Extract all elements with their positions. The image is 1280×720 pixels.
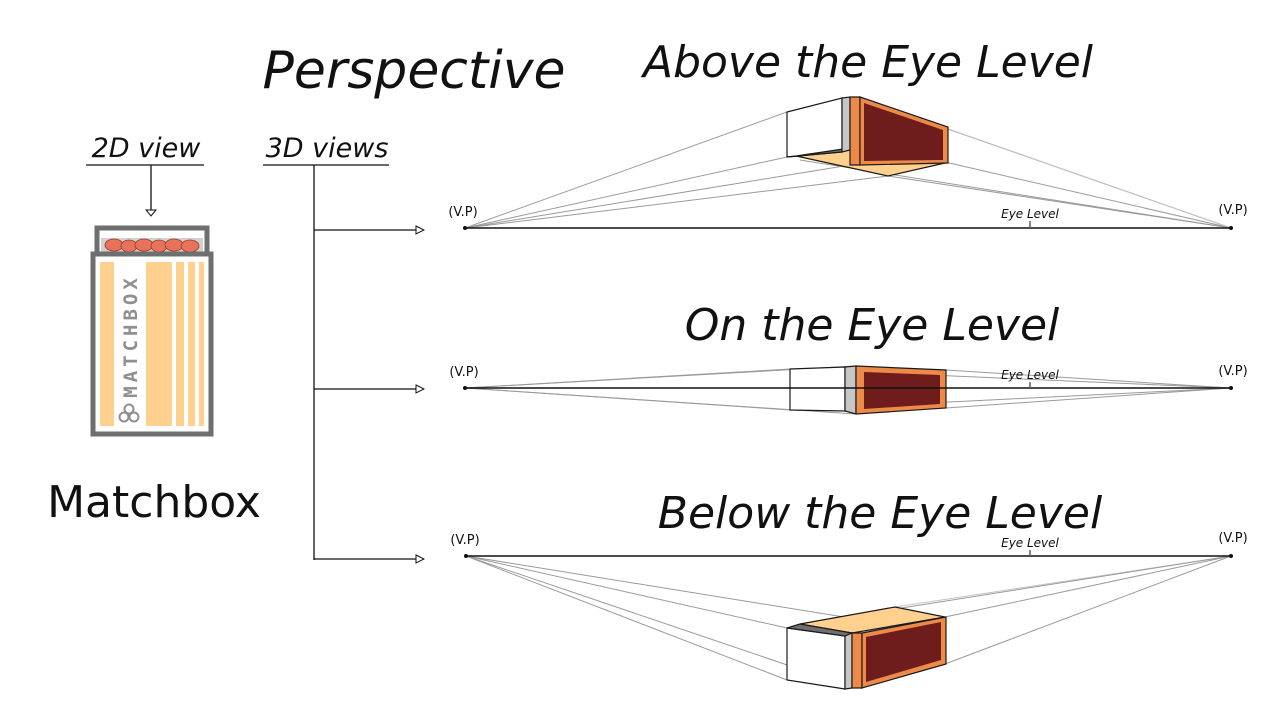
- vp-label-left: (V.P): [450, 533, 479, 548]
- view-3d-branch: 3D views: [263, 133, 424, 560]
- vp-label-right: (V.P): [1218, 203, 1247, 218]
- matchbox-3d-below: [786, 606, 947, 690]
- arrow-head-icon: [144, 209, 158, 217]
- view-2d-section: 2D view MATCHBOX: [47, 133, 261, 528]
- vp-label-right: (V.P): [1218, 364, 1247, 379]
- perspective-guides: [465, 555, 1232, 689]
- eye-level-label: Eye Level: [1001, 368, 1059, 382]
- eye-level-label: Eye Level: [1001, 207, 1059, 221]
- matchbox-caption: Matchbox: [47, 477, 261, 528]
- vanishing-point-icon: [463, 226, 467, 230]
- vanishing-point-icon: [464, 554, 468, 558]
- vanishing-point-icon: [1229, 554, 1233, 558]
- perspective-guides: [464, 97, 1232, 229]
- view-heading: Above the Eye Level: [640, 37, 1094, 88]
- matchbox-2d-icon: MATCHBOX: [90, 225, 214, 437]
- view-on-eye-level: On the Eye Level (V.P) (V.P) Eye Level: [449, 300, 1248, 415]
- vanishing-point-icon: [1229, 226, 1233, 230]
- view-2d-label: 2D view: [92, 133, 202, 164]
- matchbox-3d-above: [786, 96, 949, 177]
- matchbox-3d-on: [789, 365, 947, 415]
- vanishing-point-icon: [1229, 386, 1233, 390]
- vp-label-left: (V.P): [448, 205, 477, 220]
- view-heading: Below the Eye Level: [658, 488, 1103, 539]
- view-below-eye-level: Below the Eye Level (V.P) (V.P) Eye Leve…: [450, 488, 1248, 690]
- view-above-eye-level: Above the Eye Level (V.P) (V.P: [448, 37, 1248, 230]
- page-title: Perspective: [262, 41, 565, 101]
- logo-mark-icon: [118, 403, 140, 423]
- vp-label-left: (V.P): [449, 365, 478, 380]
- view-heading: On the Eye Level: [685, 300, 1060, 351]
- box-brand-text: MATCHBOX: [120, 274, 142, 398]
- vanishing-point-icon: [463, 386, 467, 390]
- views-3d-label: 3D views: [266, 133, 389, 164]
- eye-level-label: Eye Level: [1001, 536, 1059, 550]
- vp-label-right: (V.P): [1218, 531, 1247, 546]
